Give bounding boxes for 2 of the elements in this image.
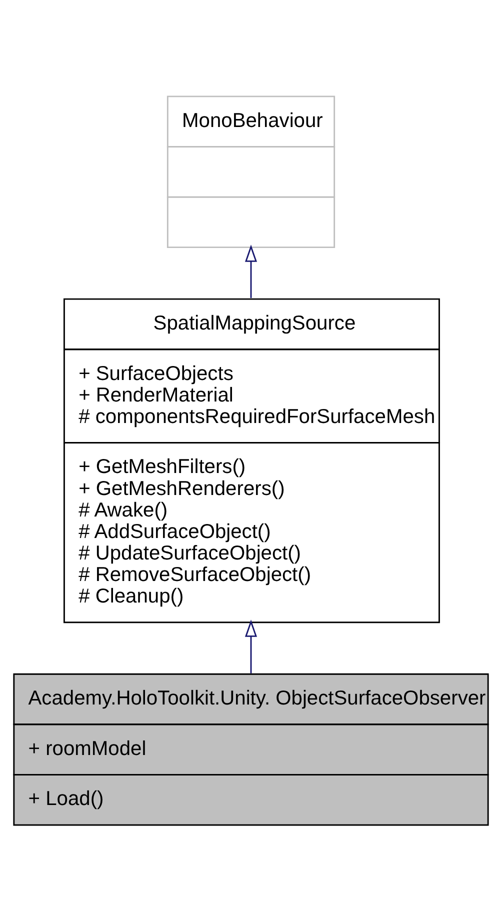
arrow xyxy=(244,244,258,298)
arrow xyxy=(244,619,258,673)
